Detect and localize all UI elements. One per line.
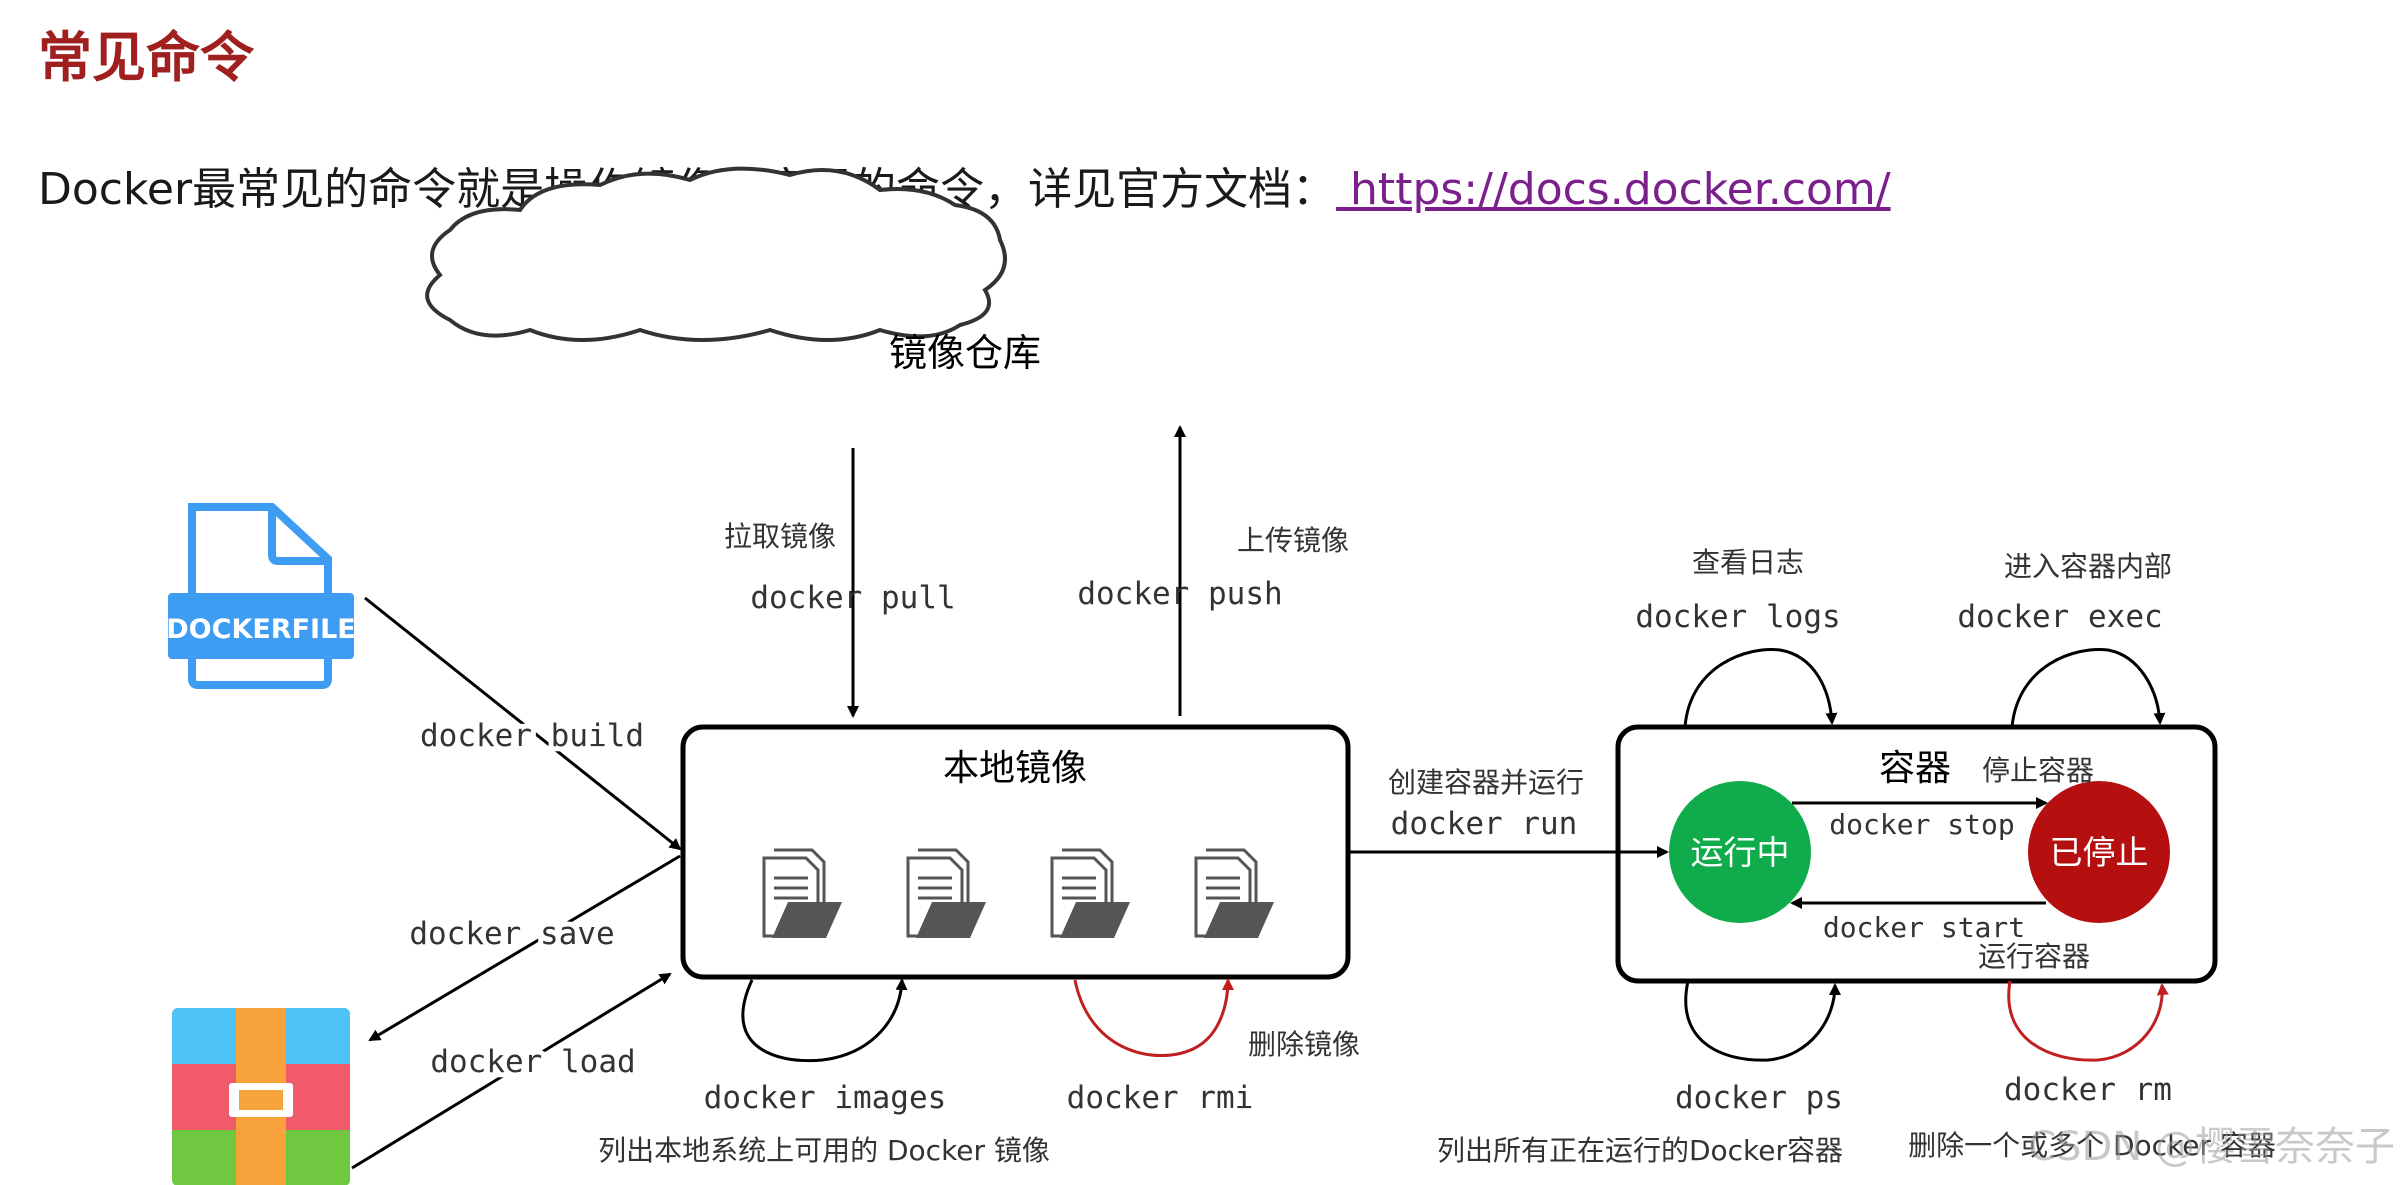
rm-desc: 删除一个或多个 Docker 容器 [1908,1129,2276,1162]
exec-cmd: docker exec [1957,599,2162,635]
logs-loop [1683,647,1838,728]
stopped-state [2028,781,2170,923]
exec-cn: 进入容器内部 [2004,550,2172,583]
rmi-loop [1073,978,1234,1058]
stopped-label: 已停止 [2050,833,2149,872]
load-cmd: docker load [430,1044,635,1080]
push-cn: 上传镜像 [1237,524,1349,557]
start-container-cn: 运行容器 [1978,940,2090,973]
ps-cmd: docker ps [1675,1080,1843,1116]
stop-container-cn: 停止容器 [1982,754,2094,787]
images-loop [741,978,908,1063]
dockerfile-label: DOCKERFILE [166,614,355,645]
archive-box-icon [172,1008,350,1185]
start-cmd: docker start [1823,911,2025,944]
rmi-cmd: docker rmi [1067,1080,1254,1116]
local-images-title: 本地镜像 [943,748,1087,789]
rmi-cn: 删除镜像 [1248,1028,1360,1061]
images-desc: 列出本地系统上可用的 Docker 镜像 [598,1134,1050,1167]
pull-cmd: docker pull [750,580,955,616]
ps-loop [1684,980,1841,1062]
page-title: 常见命令 [38,26,254,89]
push-cmd: docker push [1077,576,1282,612]
container-title: 容器 [1879,748,1951,789]
exec-loop [2010,647,2166,728]
watermark: CSDN @樱雪奈奈子 [2028,1124,2395,1170]
logs-cn: 查看日志 [1692,546,1804,579]
build-arrow [364,596,682,851]
save-arrow [368,854,681,1042]
save-cmd: docker save [409,916,614,952]
images-cmd: docker images [704,1080,947,1116]
load-arrow [351,972,672,1170]
rm-loop [2007,980,2169,1062]
run-cmd: docker run [1391,806,1578,842]
registry-cloud: 镜像仓库 [425,166,1041,375]
running-label: 运行中 [1691,833,1790,872]
registry-label: 镜像仓库 [889,331,1041,375]
running-state [1669,781,1811,923]
docs-link[interactable]: https://docs.docker.com/ [1336,164,1891,215]
logs-cmd: docker logs [1635,599,1840,635]
rm-cmd: docker rm [2004,1072,2172,1108]
run-cn: 创建容器并运行 [1388,766,1584,799]
dockerfile-icon: DOCKERFILE [166,503,356,689]
stop-cmd: docker stop [1829,808,2014,841]
ps-desc: 列出所有正在运行的Docker容器 [1437,1134,1843,1167]
pull-cn: 拉取镜像 [724,520,836,553]
build-cmd: docker build [420,718,644,754]
